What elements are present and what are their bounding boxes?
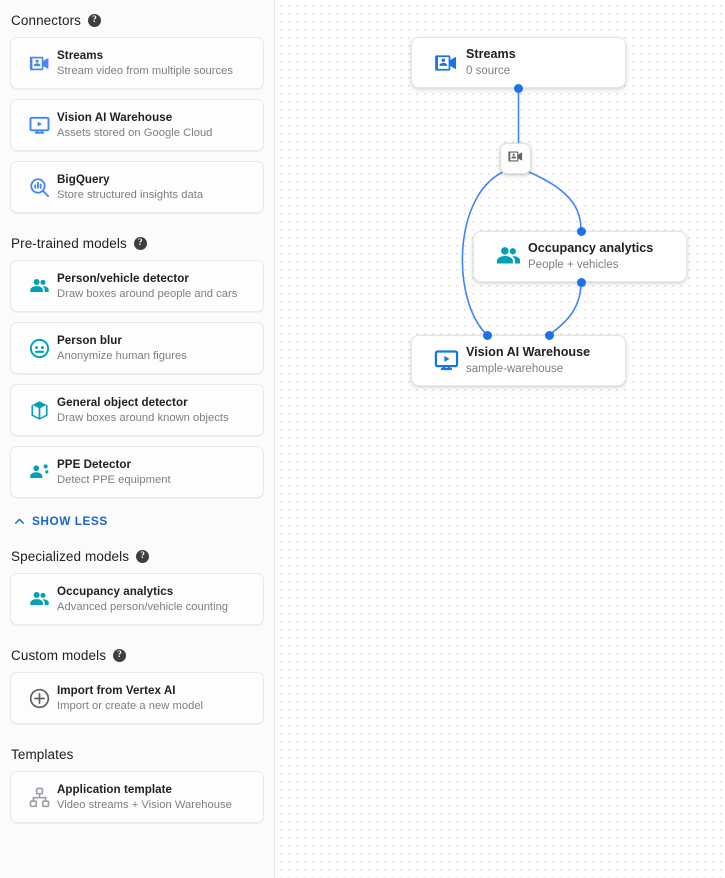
monitor-play-icon [426, 346, 466, 376]
section-title: Connectors [11, 13, 82, 28]
video-camera-icon [426, 48, 466, 78]
card-title: Person/vehicle detector [57, 271, 189, 285]
help-circle-icon[interactable]: ? [113, 649, 127, 662]
card-subtitle: Assets stored on Google Cloud [57, 126, 213, 139]
stream-badge-node[interactable] [500, 143, 531, 174]
port-streams-output[interactable] [514, 83, 523, 93]
cube-icon [21, 397, 57, 423]
section-title: Templates [11, 747, 74, 762]
section-title: Specialized models [11, 549, 130, 564]
edge-layer [461, 88, 582, 336]
card-title: BigQuery [57, 172, 110, 186]
section-title: Pre-trained models [11, 236, 127, 251]
show-less-label: SHOW LESS [32, 514, 108, 528]
edge-badge-to-warehouse [461, 171, 504, 336]
card-title: General object detector [57, 395, 188, 409]
card-title: Occupancy analytics [57, 584, 174, 598]
node-subtitle: 0 source [466, 65, 511, 77]
people-icon [488, 242, 528, 272]
chevron-up-icon [13, 515, 26, 528]
card-subtitle: Advanced person/vehicle counting [57, 600, 229, 613]
edge-badge-to-occupancy [528, 171, 582, 232]
card-title: Streams [57, 48, 104, 62]
section-header-custom-models: Custom models? [10, 635, 264, 672]
card-subtitle: Anonymize human figures [57, 349, 187, 362]
card-import-from-vertex-ai[interactable]: Import from Vertex AI Import or create a … [10, 672, 264, 724]
video-camera-icon [21, 50, 57, 76]
node-vision-ai-warehouse[interactable]: Vision AI Warehouse sample-warehouse [411, 335, 626, 386]
node-title: Occupancy analytics [528, 241, 654, 255]
help-circle-icon[interactable]: ? [136, 550, 150, 563]
card-title: Application template [57, 782, 173, 796]
port-warehouse-input-2[interactable] [544, 330, 554, 340]
help-circle-icon[interactable]: ? [88, 14, 102, 27]
section-header-pre-trained-models: Pre-trained models? [10, 223, 264, 260]
card-title: PPE Detector [57, 457, 132, 471]
node-title: Streams [466, 47, 516, 61]
pipeline-canvas[interactable]: Streams 0 source Occupancy analytics Peo… [275, 0, 725, 878]
node-title: Vision AI Warehouse [466, 345, 591, 359]
show-less-button[interactable]: SHOW LESS [10, 508, 264, 536]
monitor-play-icon [21, 112, 57, 138]
node-subtitle: sample-warehouse [466, 363, 564, 375]
card-subtitle: Draw boxes around people and cars [57, 287, 238, 300]
help-circle-icon[interactable]: ? [133, 237, 147, 250]
node-occupancy-analytics[interactable]: Occupancy analytics People + vehicles [473, 231, 687, 282]
card-subtitle: Import or create a new model [57, 699, 204, 712]
card-title: Vision AI Warehouse [57, 110, 173, 124]
ppe-person-icon [21, 459, 57, 485]
card-subtitle: Detect PPE equipment [57, 473, 171, 486]
hierarchy-icon [21, 784, 57, 810]
card-title: Person blur [57, 333, 122, 347]
card-subtitle: Store structured insights data [57, 188, 204, 201]
plus-circle-icon [21, 685, 57, 711]
edge-occupancy-to-warehouse [548, 281, 582, 336]
people-icon [21, 273, 57, 299]
card-subtitle: Draw boxes around known objects [57, 411, 229, 424]
port-occupancy-input[interactable] [576, 226, 586, 236]
card-title: Import from Vertex AI [57, 683, 176, 697]
section-header-templates: Templates [10, 734, 264, 771]
node-subtitle: People + vehicles [528, 259, 619, 271]
port-occupancy-output[interactable] [576, 277, 586, 287]
card-subtitle: Video streams + Vision Warehouse [57, 798, 232, 811]
node-streams[interactable]: Streams 0 source [411, 37, 626, 88]
section-header-specialized-models: Specialized models? [10, 536, 264, 573]
section-header-connectors: Connectors? [10, 0, 264, 37]
port-warehouse-input-1[interactable] [482, 330, 492, 340]
card-subtitle: Stream video from multiple sources [57, 64, 234, 77]
video-camera-icon [507, 148, 524, 170]
face-blur-icon [21, 335, 57, 361]
section-title: Custom models [11, 648, 107, 663]
people-icon [21, 586, 57, 612]
bigquery-search-icon [21, 174, 57, 200]
